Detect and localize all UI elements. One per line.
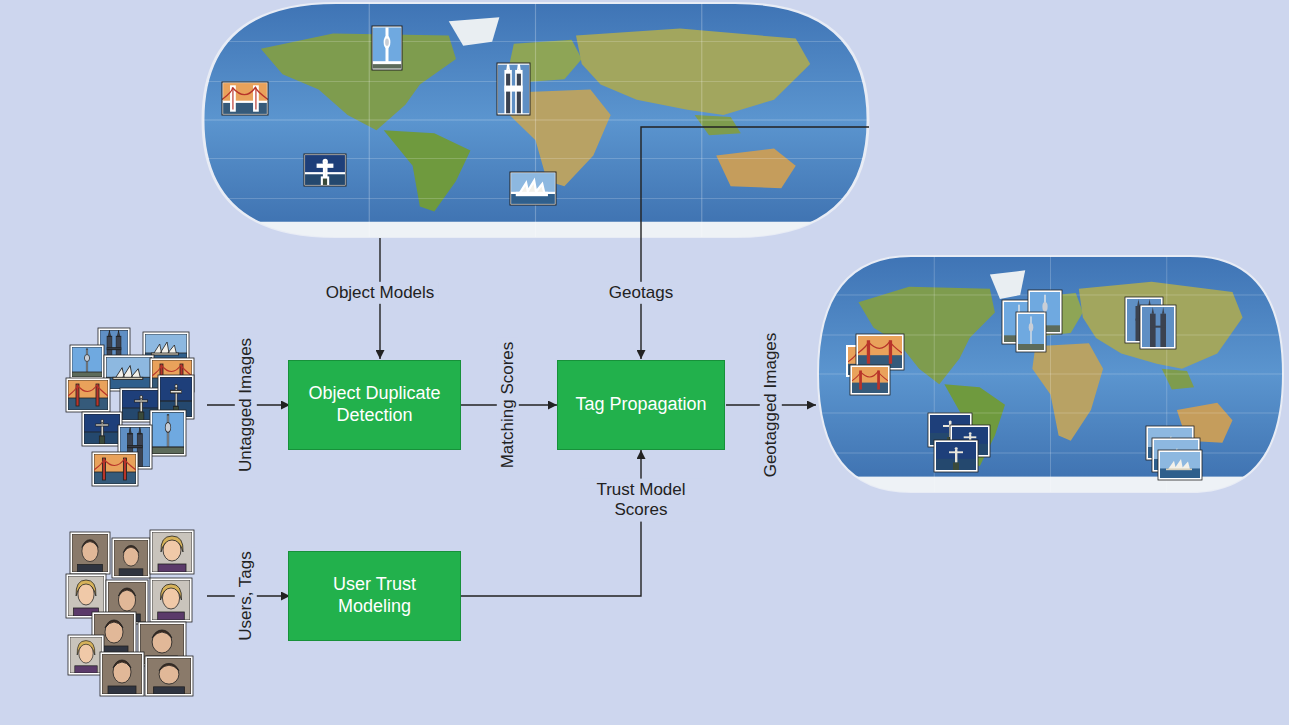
process-box: Object Duplicate Detection <box>288 360 461 450</box>
flow-label: Geotagged Images <box>760 329 782 482</box>
geotag-arrow <box>641 127 869 359</box>
connector-label: Trust Model Scores <box>577 479 705 522</box>
box-label: Object Duplicate Detection <box>289 377 460 432</box>
box-label: User Trust Modeling <box>289 568 460 623</box>
connector-label: Matching Scores <box>497 338 519 473</box>
flow-label: Geotags <box>605 282 677 304</box>
box-label: Tag Propagation <box>565 388 716 422</box>
flow-label: Untagged Images <box>235 334 257 476</box>
flow-label: Object Models <box>322 282 439 304</box>
process-box: User Trust Modeling <box>288 551 461 641</box>
process-box: Tag Propagation <box>557 360 725 450</box>
flow-label: Users, Tags <box>235 547 257 644</box>
flow-connector <box>461 450 641 596</box>
